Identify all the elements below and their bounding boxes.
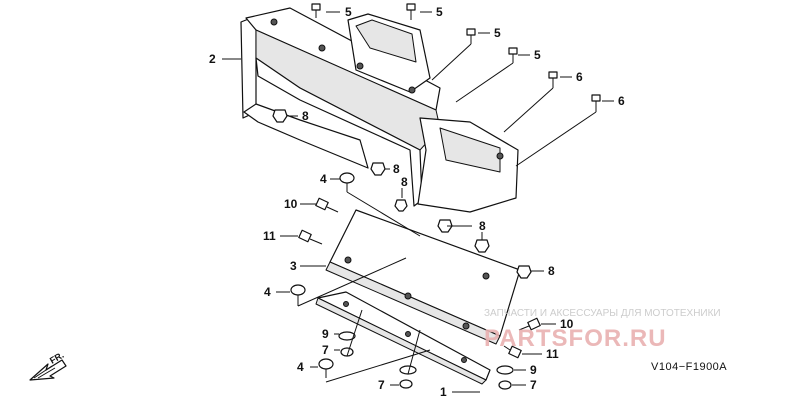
callout-8: 8 <box>302 109 309 123</box>
lower-cover-part-3 <box>325 209 521 345</box>
watermark: ЗАПЧАСТИ И АКСЕССУАРЫ ДЛЯ МОТОТЕХНИКИ PA… <box>484 308 721 352</box>
watermark-caption: ЗАПЧАСТИ И АКСЕССУАРЫ ДЛЯ МОТОТЕХНИКИ <box>484 308 721 319</box>
callout-1: 1 <box>440 385 447 399</box>
callout-8: 8 <box>401 175 408 189</box>
watermark-brand: PARTSFOR.RU <box>484 325 667 352</box>
callout-4: 4 <box>264 285 271 299</box>
callout-7: 7 <box>378 378 385 392</box>
callout-10: 10 <box>284 197 298 211</box>
callout-11: 11 <box>546 347 559 361</box>
callout-9: 9 <box>322 327 329 341</box>
callout-2: 2 <box>209 52 216 66</box>
callout-labels: 5 5 5 5 6 6 2 8 8 8 8 8 4 10 11 3 4 9 7 … <box>209 5 625 399</box>
callout-7: 7 <box>322 343 329 357</box>
fasteners <box>272 3 601 390</box>
callout-5: 5 <box>345 5 352 19</box>
callout-8: 8 <box>393 162 400 176</box>
callout-6: 6 <box>618 94 625 108</box>
callout-7: 7 <box>530 378 537 392</box>
callout-5: 5 <box>494 26 501 40</box>
upper-bracket-part-2 <box>240 7 519 213</box>
leader-lines <box>222 11 614 393</box>
callout-5: 5 <box>436 5 443 19</box>
callout-3: 3 <box>290 259 297 273</box>
callout-10: 10 <box>560 317 574 331</box>
callout-11: 11 <box>263 229 276 243</box>
callout-4: 4 <box>320 172 327 186</box>
callout-5: 5 <box>534 48 541 62</box>
callout-8: 8 <box>479 219 486 233</box>
callout-8: 8 <box>548 264 555 278</box>
front-direction-arrow: FR. <box>29 350 67 381</box>
callout-9: 9 <box>530 363 537 377</box>
callout-4: 4 <box>297 360 304 374</box>
callout-6: 6 <box>576 70 583 84</box>
diagram-code: V104−F1900A <box>651 361 727 373</box>
